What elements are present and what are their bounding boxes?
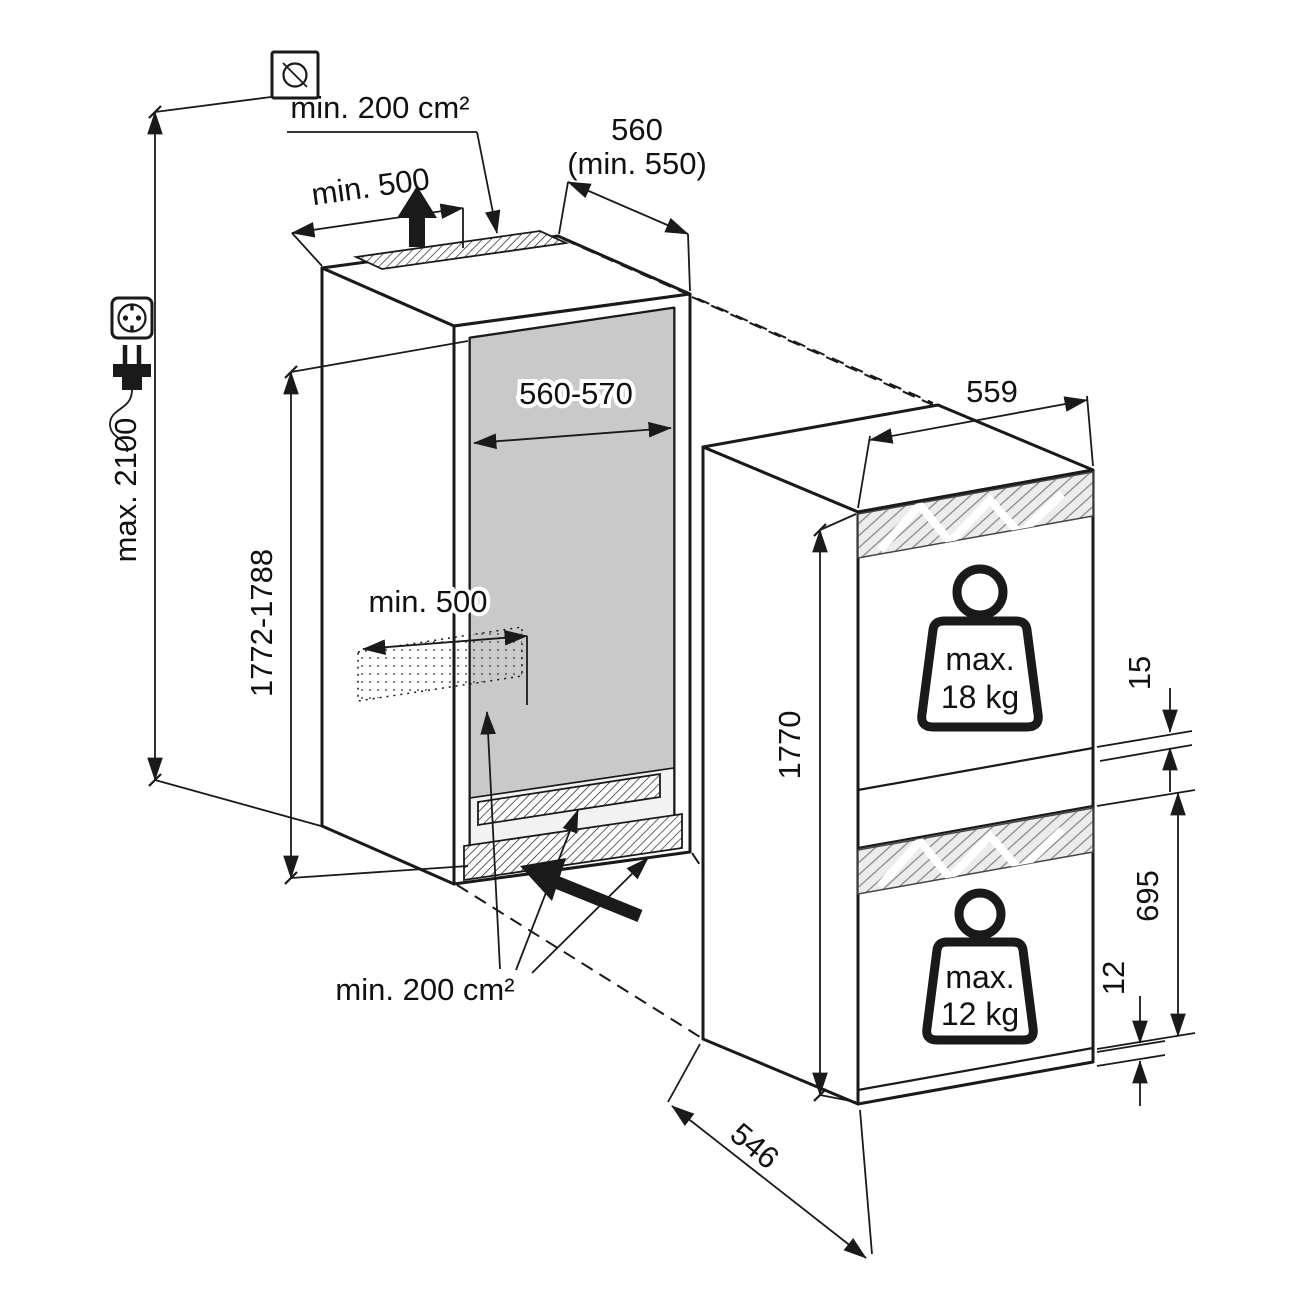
power-plug-icon xyxy=(109,345,151,453)
niche-drawing xyxy=(320,186,692,923)
dim-appliance-height: 1770 xyxy=(768,513,857,1103)
dim-clearance-floor: min. 500 xyxy=(362,580,528,705)
upper-door-load-line1: max. xyxy=(945,641,1014,677)
appliance-drawing: max. 18 kg max. 12 kg xyxy=(701,403,1095,1106)
dim-vent-area-bottom: min. 200 cm² xyxy=(335,711,649,1007)
dim-ceiling-height: max. 2100 xyxy=(108,96,322,827)
floor-vent-grille xyxy=(477,772,661,827)
lower-door-top-edge xyxy=(857,804,1094,850)
dim-appliance-width: 559 xyxy=(857,374,1094,509)
vent-area-top-label: min. 200 cm² xyxy=(290,90,469,125)
dim-niche-width: 560-570 xyxy=(473,372,672,450)
plinth-gap-label: 12 xyxy=(1096,961,1131,995)
upper-door-load-line2: 18 kg xyxy=(941,679,1019,715)
dim-top-gap: 15 xyxy=(1096,656,1193,792)
bottom-door-height-label: 695 xyxy=(1130,870,1165,922)
dim-niche-height: 1772-1788 xyxy=(244,340,469,885)
upper-door-bottom-edge xyxy=(857,746,1094,792)
dim-vent-area-top: min. 200 cm² xyxy=(287,90,501,234)
niche-width-label: 560-570 xyxy=(519,376,633,411)
lower-door-grip-pattern xyxy=(857,807,1094,895)
top-vent-grille xyxy=(352,230,570,270)
clearance-floor-label: min. 500 xyxy=(369,584,488,619)
appliance-height-label: 1770 xyxy=(772,711,807,780)
electrical-icons xyxy=(109,50,320,453)
top-gap-label: 15 xyxy=(1122,656,1157,690)
niche-height-label: 1772-1788 xyxy=(244,549,279,697)
dim-plinth-gap: 12 xyxy=(1096,961,1166,1106)
ceiling-height-label: max. 2100 xyxy=(108,418,143,563)
power-socket-icon xyxy=(110,296,154,340)
weight-12kg-icon: max. 12 kg xyxy=(922,888,1038,1045)
appliance-front-face xyxy=(856,468,1095,1106)
appliance-width-label: 559 xyxy=(966,374,1018,409)
dim-niche-depth: 560 (min. 550) xyxy=(558,112,707,292)
plinth-vent-grille xyxy=(463,812,683,882)
weight-18kg-icon: max. 18 kg xyxy=(917,564,1043,732)
vent-area-bottom-label: min. 200 cm² xyxy=(335,972,514,1007)
lower-door-load-line1: max. xyxy=(945,959,1014,995)
lower-door-load-line2: 12 kg xyxy=(941,996,1019,1032)
niche-depth-min: (min. 550) xyxy=(567,146,707,181)
ceiling-junction-box-icon xyxy=(270,50,320,100)
niche-left-face xyxy=(320,266,456,886)
upper-door-grip-pattern xyxy=(857,471,1094,559)
niche-depth-value: 560 xyxy=(611,112,663,147)
lower-door-bottom-edge xyxy=(857,1046,1094,1092)
